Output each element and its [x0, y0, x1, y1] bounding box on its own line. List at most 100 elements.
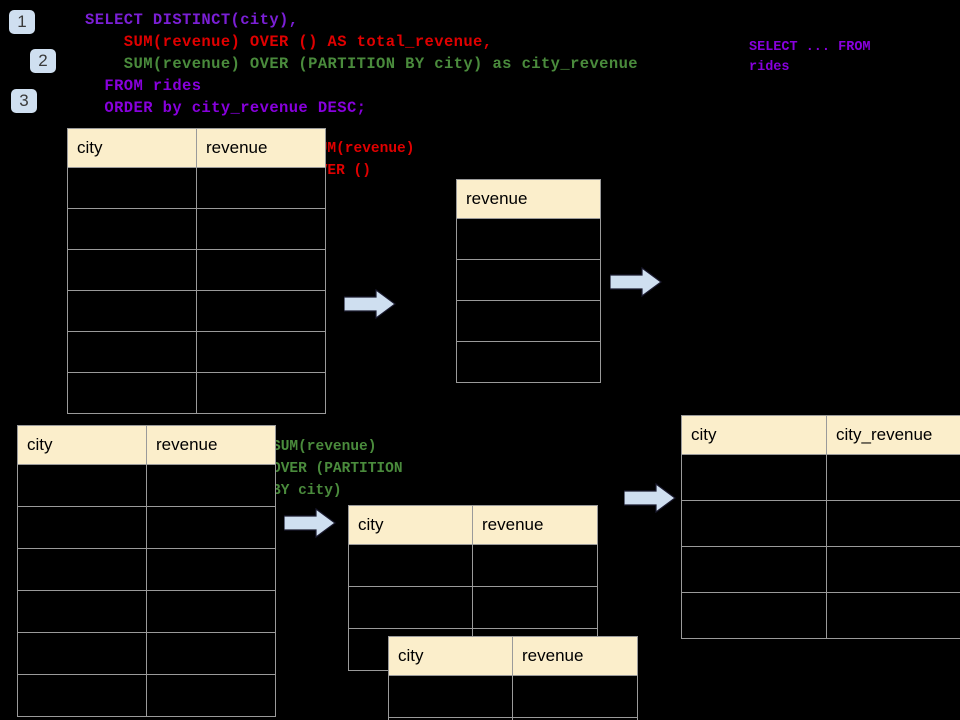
sql-line-4: FROM rides	[85, 77, 202, 95]
cell-city	[17, 674, 147, 717]
table-row	[67, 167, 326, 209]
table-row	[17, 506, 276, 549]
table-row	[681, 592, 960, 639]
cell-city-revenue	[826, 500, 960, 547]
arrow-partition-to-result-icon	[624, 483, 676, 513]
table-source-rides: city revenue	[67, 128, 326, 414]
table-source-rides-2: city revenue	[17, 425, 276, 717]
column-header-city: city	[348, 505, 473, 545]
table-row	[67, 249, 326, 291]
sql-line-3: SUM(revenue) OVER (PARTITION BY city) as…	[85, 55, 638, 73]
cell-revenue	[472, 544, 598, 587]
cell-city-revenue	[826, 546, 960, 593]
table-row	[456, 341, 601, 383]
table-result: city city_revenue	[681, 415, 960, 639]
step-badge-2: 2	[30, 49, 56, 73]
cell-city	[17, 632, 147, 675]
cell-revenue	[146, 506, 276, 549]
column-header-revenue: revenue	[456, 179, 601, 219]
cell-city	[67, 331, 197, 373]
table-row	[67, 331, 326, 373]
sql-line-2: SUM(revenue) OVER () AS total_revenue,	[85, 33, 493, 51]
step-badge-1: 1	[9, 10, 35, 34]
cell-city	[681, 454, 827, 501]
annotation-over-partition: SUM(revenue) OVER (PARTITION BY city)	[272, 439, 403, 499]
cell-revenue	[146, 464, 276, 507]
table-row	[17, 674, 276, 717]
column-header-city: city	[67, 128, 197, 168]
column-header-revenue: revenue	[512, 636, 638, 676]
cell-revenue	[146, 632, 276, 675]
step-badge-3: 3	[11, 89, 37, 113]
table-header-row: city revenue	[17, 425, 276, 465]
table-row	[17, 590, 276, 633]
table-row	[681, 546, 960, 593]
arrow-total-to-result-icon	[610, 267, 662, 297]
table-header-row: city revenue	[348, 505, 598, 545]
cell-revenue	[196, 208, 326, 250]
cell-revenue	[456, 259, 601, 301]
cell-city	[348, 586, 473, 629]
table-header-row: revenue	[456, 179, 601, 219]
cell-city-revenue	[826, 454, 960, 501]
cell-revenue	[196, 249, 326, 291]
cell-revenue	[146, 590, 276, 633]
cell-city	[17, 464, 147, 507]
cell-revenue	[512, 717, 638, 720]
arrow-source-to-total-icon	[344, 289, 396, 319]
cell-revenue	[512, 675, 638, 718]
cell-revenue	[196, 331, 326, 373]
arrow-source2-to-partition-icon	[284, 508, 336, 538]
cell-revenue	[146, 548, 276, 591]
table-row	[17, 632, 276, 675]
column-header-city-revenue: city_revenue	[826, 415, 960, 455]
cell-city	[681, 500, 827, 547]
sql-query-block: SELECT DISTINCT(city), SUM(revenue) OVER…	[85, 11, 638, 121]
table-row	[67, 372, 326, 414]
annotation-source-query: SELECT ... FROM rides	[749, 40, 871, 75]
cell-revenue	[196, 372, 326, 414]
column-header-city: city	[17, 425, 147, 465]
table-row	[348, 586, 598, 629]
column-header-city: city	[388, 636, 513, 676]
cell-city	[17, 590, 147, 633]
cell-revenue	[196, 167, 326, 209]
table-header-row: city revenue	[67, 128, 326, 168]
cell-city	[67, 372, 197, 414]
cell-city	[348, 544, 473, 587]
cell-city	[681, 546, 827, 593]
cell-revenue	[472, 586, 598, 629]
table-row	[456, 300, 601, 342]
table-row	[67, 208, 326, 250]
table-row	[17, 464, 276, 507]
cell-city	[681, 592, 827, 639]
table-row	[456, 218, 601, 260]
column-header-city: city	[681, 415, 827, 455]
column-header-revenue: revenue	[472, 505, 598, 545]
sql-line-5: ORDER by city_revenue DESC;	[85, 99, 367, 117]
cell-city	[388, 675, 513, 718]
table-row	[456, 259, 601, 301]
cell-revenue	[456, 341, 601, 383]
cell-city	[67, 167, 197, 209]
table-row	[388, 675, 638, 718]
table-row	[388, 717, 638, 720]
cell-revenue	[146, 674, 276, 717]
table-row	[17, 548, 276, 591]
table-row	[681, 500, 960, 547]
cell-revenue	[196, 290, 326, 332]
table-header-row: city revenue	[388, 636, 638, 676]
cell-city-revenue	[826, 592, 960, 639]
table-row	[348, 544, 598, 587]
table-row	[681, 454, 960, 501]
cell-city	[67, 249, 197, 291]
cell-revenue	[456, 300, 601, 342]
cell-city	[17, 506, 147, 549]
table-partition-group-b: city revenue	[388, 636, 638, 720]
cell-city	[17, 548, 147, 591]
cell-city	[67, 208, 197, 250]
table-total-revenue: revenue	[456, 179, 601, 383]
cell-city	[67, 290, 197, 332]
sql-line-1: SELECT DISTINCT(city),	[85, 11, 299, 29]
